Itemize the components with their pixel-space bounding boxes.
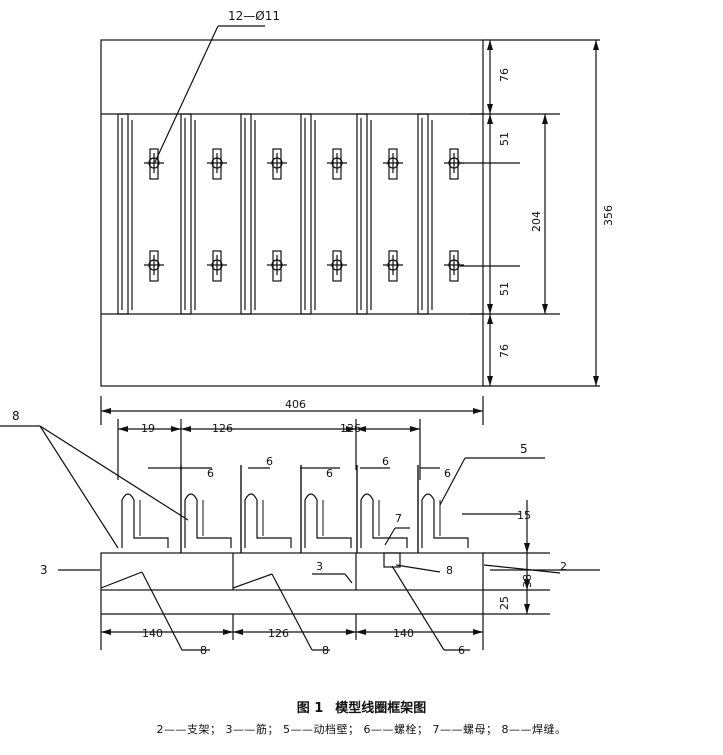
plate-flange-1 [180,113,192,315]
dim-25: 25 [498,596,511,610]
slot-4-1 [388,250,398,282]
slot-4-0 [388,148,398,180]
wall-channel-4 [360,493,408,548]
callout-8-bottom-a: 8 [200,644,207,657]
dim-51-upper: 51 [498,132,511,146]
dim-126-b: 126 [340,422,361,435]
wall-plates [117,113,433,315]
slot-3-0 [332,148,342,180]
callout-8-left: 8 [12,409,20,423]
callout-8-bottom-b: 8 [322,644,329,657]
plate-flange-4 [356,113,368,315]
dim-38: 38 [521,574,534,588]
dim-51-lower: 51 [498,282,511,296]
dim-6-3: 6 [326,467,333,480]
dim-6-2: 6 [266,455,273,468]
dim-6-5: 6 [444,467,451,480]
dim-406: 406 [285,398,306,411]
dim-76-bottom: 76 [498,344,511,358]
slot-2-0 [272,148,282,180]
wall-channel-5 [421,493,469,548]
top-view-outline [100,39,484,387]
callout-5: 5 [520,442,528,456]
plate-flange-0 [117,113,129,315]
plate-flange-5 [417,113,429,315]
dim-140-left: 140 [142,627,163,640]
movable-walls [121,465,469,553]
dim-126-bottom: 126 [268,627,289,640]
hole-callout: 12—Ø11 [228,9,280,23]
base-support [100,552,484,591]
slot-0-0 [149,148,159,180]
slot-5-0 [449,148,459,180]
dim-19: 19 [141,422,155,435]
wall-channel-1 [184,493,232,548]
bolt-holes [144,148,464,282]
dim-6-1: 6 [207,467,214,480]
wall-channel-2 [244,493,292,548]
dim-356: 356 [602,205,615,226]
plate-flange-3 [300,113,312,315]
dim-6-4: 6 [382,455,389,468]
legend-text: 2——支架； 3——筋； 5——动档壁； 6——螺栓； 7——螺母； 8——焊缝… [156,723,567,736]
wall-channel-3 [304,493,352,548]
callout-6: 6 [458,644,465,657]
callout-2: 2 [560,560,567,573]
dim-204: 204 [530,211,543,232]
slot-2-1 [272,250,282,282]
slot-5-1 [449,250,459,282]
callout-7: 7 [395,512,402,525]
plate-flange-2 [240,113,252,315]
slot-1-1 [212,250,222,282]
figure-legend: 2——支架； 3——筋； 5——动档壁； 6——螺栓； 7——螺母； 8——焊缝… [0,721,723,737]
dim-140-right: 140 [393,627,414,640]
figure-number: 图 1 [296,701,324,716]
slot-3-1 [332,250,342,282]
callout-3-mid: 3 [316,560,323,573]
figure-name: 模型线圈框架图 [335,701,427,716]
dim-76-top: 76 [498,68,511,82]
dim-126-a: 126 [212,422,233,435]
slot-1-0 [212,148,222,180]
dim-15: 15 [517,509,531,522]
wall-channel-0 [121,493,169,548]
slot-0-1 [149,250,159,282]
figure-title: 图 1 模型线圈框架图 [0,697,723,716]
callout-3-left: 3 [40,563,48,577]
callout-8-mid: 8 [446,564,453,577]
